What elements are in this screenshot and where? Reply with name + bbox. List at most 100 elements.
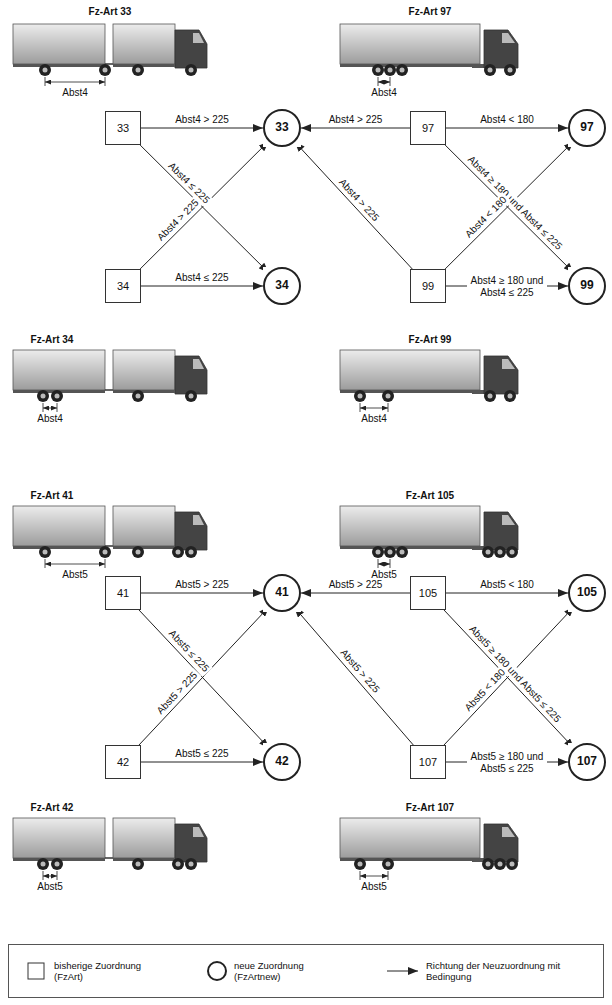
- old-assignment-box: 41: [105, 576, 141, 610]
- new-assignment-circle: 41: [263, 574, 301, 612]
- legend-box: bisherige Zuordnung (FzArt) neue Zuordnun…: [8, 944, 604, 998]
- dimension-label: Abst4: [361, 413, 387, 425]
- vehicle-type-title: Fz-Art 97: [409, 6, 452, 18]
- reassignment-arrow: [444, 607, 574, 745]
- new-assignment-circle: 107: [568, 743, 606, 781]
- node-number: 107: [419, 756, 437, 768]
- vehicle-type-title: Fz-Art 42: [31, 802, 74, 814]
- condition-label: Abst5 ≤ 225: [173, 748, 230, 760]
- reassignment-arrow: [301, 128, 410, 129]
- dimension-label: Abst4: [371, 87, 397, 99]
- condition-label: Abst4 ≤ 225: [173, 272, 230, 284]
- node-number: 105: [577, 586, 597, 599]
- reassignment-arrow: [446, 593, 568, 594]
- reassignment-arrow: [141, 762, 263, 763]
- dimension-label: Abst4: [37, 413, 63, 425]
- condition-label: Abst4 < 180: [461, 193, 510, 242]
- vehicle-type-title: Fz-Art 99: [409, 334, 452, 346]
- dimension-label: Abst4: [62, 87, 88, 99]
- node-number: 42: [117, 756, 129, 768]
- condition-label: Abst5 ≤ 225: [165, 627, 213, 677]
- condition-label: Abst5 > 225: [337, 645, 383, 696]
- dimension-label: Abst5: [361, 881, 387, 893]
- vehicle-type-title: Fz-Art 33: [89, 6, 132, 18]
- legend-square-sample: [26, 960, 48, 982]
- legend-entry: Richtung der Neuzuordnung mit Bedingung: [386, 960, 586, 983]
- node-number: 107: [577, 755, 597, 768]
- node-number: 97: [580, 121, 593, 134]
- new-assignment-circle: 33: [263, 109, 301, 147]
- condition-label: Abst5 ≥ 180 und Abst5 ≤ 225: [465, 621, 564, 725]
- dimension-label: Abst5: [62, 569, 88, 581]
- condition-label: Abst5 > 225: [153, 668, 201, 718]
- vehicle-type-title: Fz-Art 105: [406, 490, 454, 502]
- truck-trailer-figure: [13, 24, 207, 86]
- reassignment-arrow: [445, 145, 573, 273]
- old-assignment-box: 105: [410, 576, 446, 610]
- condition-label: Abst4 > 225: [154, 196, 203, 245]
- reassignment-arrow: [140, 141, 268, 269]
- legend-entry: neue Zuordnung (FzArtnew): [206, 960, 352, 983]
- node-number: 33: [275, 121, 288, 134]
- semitrailer-figure: [340, 818, 518, 880]
- node-number: 42: [275, 755, 288, 768]
- new-assignment-circle: 99: [568, 267, 606, 305]
- reassignment-arrow: [294, 607, 413, 745]
- condition-label: Abst4 > 225: [327, 114, 385, 126]
- node-number: 41: [275, 586, 288, 599]
- reassignment-arrow: [446, 128, 568, 129]
- legend-text: Richtung der Neuzuordnung mit Bedingung: [426, 960, 586, 983]
- new-assignment-circle: 97: [568, 109, 606, 147]
- node-number: 97: [422, 122, 434, 134]
- semitrailer-figure: [340, 24, 518, 86]
- legend-arrow-sample: [386, 960, 420, 982]
- node-number: 105: [419, 587, 437, 599]
- legend-text: neue Zuordnung (FzArtnew): [234, 960, 352, 983]
- vehicle-type-title: Fz-Art 41: [31, 490, 74, 502]
- node-number: 34: [117, 280, 129, 292]
- node-number: 99: [422, 280, 434, 292]
- condition-label: Abst4 > 225: [336, 175, 384, 225]
- reassignment-arrow: [444, 610, 574, 748]
- condition-label: Abst4 < 180: [478, 114, 536, 126]
- new-assignment-circle: 105: [568, 574, 606, 612]
- truck-trailer-figure: [13, 350, 207, 412]
- old-assignment-box: 107: [410, 745, 446, 779]
- reassignment-arrow: [301, 593, 410, 594]
- new-assignment-circle: 42: [263, 743, 301, 781]
- reassignment-arrow: [295, 142, 412, 269]
- legend-entry: bisherige Zuordnung (FzArt): [26, 960, 172, 983]
- condition-label: Abst4 > 225: [173, 114, 231, 126]
- old-assignment-box: 97: [410, 111, 446, 145]
- node-number: 34: [275, 279, 288, 292]
- condition-label: Abst5 > 225: [327, 579, 385, 591]
- node-number: 41: [117, 587, 129, 599]
- old-assignment-box: 99: [410, 269, 446, 303]
- old-assignment-box: 33: [105, 111, 141, 145]
- vehicle-type-title: Fz-Art 34: [31, 334, 74, 346]
- node-number: 33: [117, 122, 129, 134]
- legend-text: bisherige Zuordnung (FzArt): [54, 960, 172, 983]
- old-assignment-box: 42: [105, 745, 141, 779]
- condition-label: Abst5 < 180: [478, 579, 536, 591]
- reassignment-arrow: [141, 128, 263, 129]
- condition-label: Abst4 ≥ 180 und Abst4 ≤ 225: [464, 152, 566, 253]
- reassignment-arrow: [139, 607, 269, 745]
- old-assignment-box: 34: [105, 269, 141, 303]
- condition-label: Abst5 ≥ 180 und Abst5 ≤ 225: [467, 751, 547, 774]
- semitrailer-figure: [340, 506, 518, 568]
- new-assignment-circle: 34: [263, 267, 301, 305]
- reassignment-arrow: [445, 141, 573, 269]
- reassignment-arrow: [141, 286, 263, 287]
- semitrailer-figure: [340, 350, 518, 412]
- truck-trailer-figure: [13, 818, 207, 880]
- legend-circle-sample: [206, 960, 228, 982]
- node-number: 99: [580, 279, 593, 292]
- dimension-label: Abst5: [37, 881, 63, 893]
- truck-trailer-figure: [13, 506, 207, 568]
- reassignment-arrow: [139, 610, 269, 748]
